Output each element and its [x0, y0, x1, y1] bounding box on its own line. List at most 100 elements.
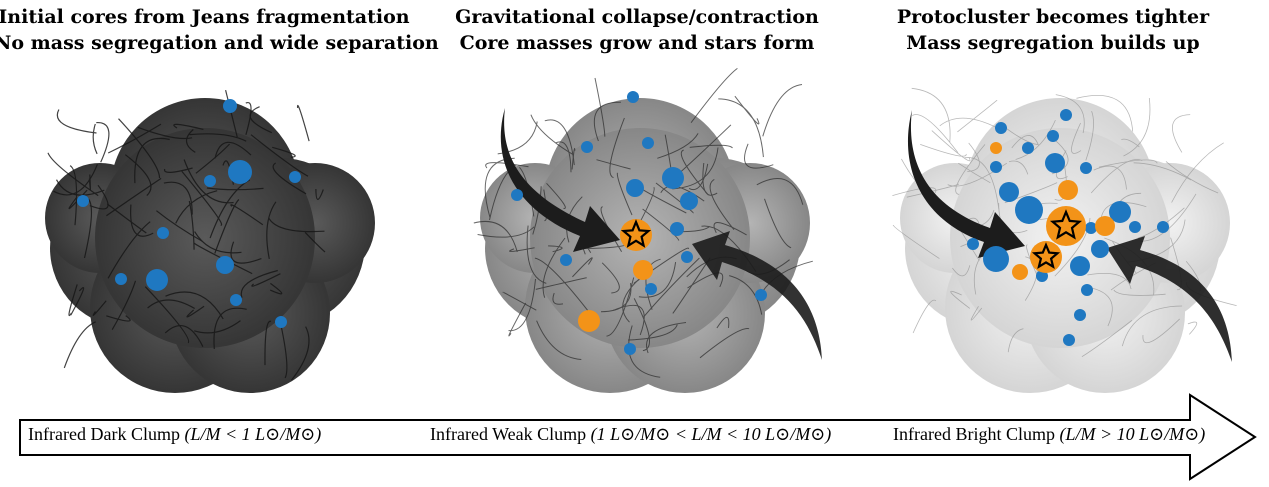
filament-line [111, 280, 137, 330]
filament-line [1123, 97, 1151, 157]
filament-line [264, 320, 272, 366]
filament-line [304, 231, 326, 253]
filament-line [107, 123, 162, 154]
filament-line [906, 183, 960, 198]
filament-line [680, 149, 709, 196]
filament-line [1121, 305, 1183, 347]
filament-line [107, 221, 151, 279]
filament-line [689, 144, 733, 149]
core-starless [1015, 196, 1043, 224]
core-starless [275, 316, 287, 328]
filament-line [1071, 122, 1082, 154]
filament-line [509, 247, 535, 252]
filament-line [713, 222, 747, 236]
stage-1-title-line2: No mass segregation and wide separation [0, 32, 439, 54]
core-protostellar [1095, 216, 1115, 236]
filament-line [555, 141, 572, 173]
core-starless [1074, 309, 1086, 321]
filament-line [147, 299, 196, 310]
filament-line [118, 118, 161, 179]
core-starless [115, 273, 127, 285]
core-starless [624, 343, 636, 355]
cores [77, 91, 1169, 355]
filament-line [536, 320, 582, 360]
filament-line [638, 262, 677, 298]
core-starless [670, 222, 684, 236]
filament-line [546, 182, 566, 209]
filament-line [729, 275, 763, 315]
filament-line [643, 257, 700, 318]
filament-line [96, 121, 110, 163]
core-starless [146, 269, 168, 291]
core-starless [642, 137, 654, 149]
clump-lobe [95, 128, 315, 348]
filament-line [165, 291, 224, 320]
filament-line [163, 181, 193, 215]
filament-line [594, 77, 606, 137]
core-starless [990, 161, 1002, 173]
filament-line [718, 98, 764, 158]
filament-line [185, 129, 196, 153]
filament-line [193, 242, 253, 275]
curved-arrow-icon [1107, 236, 1232, 362]
core-protostellar [990, 142, 1002, 154]
filament-line [709, 178, 735, 231]
stage-3-title: Protocluster becomes tighter Mass segreg… [843, 4, 1263, 56]
filaments-dark [47, 89, 326, 381]
filament-line [88, 174, 91, 191]
core-starless [662, 167, 684, 189]
core-starless [216, 256, 234, 274]
filament-line [1026, 244, 1039, 279]
core-starless [967, 238, 979, 250]
stage-2-title-line2: Core masses grow and stars form [459, 32, 815, 54]
core-starless [755, 289, 767, 301]
filament-line [952, 265, 971, 277]
filament-line [627, 324, 678, 341]
filament-line [526, 225, 547, 284]
filament-line [156, 210, 203, 242]
filament-line [955, 144, 986, 195]
core-starless [1080, 162, 1092, 174]
filament-line [1090, 159, 1143, 194]
star-icon [620, 219, 652, 248]
filament-line [970, 306, 983, 321]
stage-1-title-line1: Initial cores from Jeans fragmentation [0, 6, 410, 28]
core-starless [1129, 221, 1141, 233]
stage-1-title: Initial cores from Jeans fragmentation N… [0, 4, 439, 56]
filament-line [68, 284, 78, 317]
filament-line [214, 199, 240, 254]
filament-line [245, 101, 252, 135]
filament-line [600, 206, 623, 252]
filament-line [957, 99, 998, 133]
core-starless [289, 171, 301, 183]
core-starless [1085, 222, 1097, 234]
filament-line [1011, 135, 1039, 149]
stage-3-title-line1: Protocluster becomes tighter [896, 6, 1210, 28]
filament-line [186, 305, 205, 318]
filament-line [572, 257, 593, 278]
filament-line [53, 164, 98, 196]
filament-line [106, 315, 131, 322]
filament-line [130, 204, 154, 237]
filament-line [183, 159, 234, 204]
core-starless [995, 122, 1007, 134]
filament-line [912, 299, 937, 334]
core-starless [1045, 153, 1065, 173]
filament-line [1007, 328, 1024, 353]
core-starless [680, 192, 698, 210]
filament-line [214, 141, 252, 159]
filament-line [272, 162, 307, 195]
core-starless [626, 179, 644, 197]
filament-line [173, 123, 204, 130]
core-starless [228, 160, 252, 184]
filament-line [892, 224, 940, 259]
filament-line [762, 84, 803, 137]
filament-line [1085, 110, 1094, 161]
filament-line [1165, 161, 1219, 194]
core-protostellar [1012, 264, 1028, 280]
filament-line [672, 257, 711, 314]
filament-line [1171, 142, 1224, 203]
filament-line [249, 106, 273, 134]
filament-line [194, 231, 242, 254]
core-starless [77, 195, 89, 207]
